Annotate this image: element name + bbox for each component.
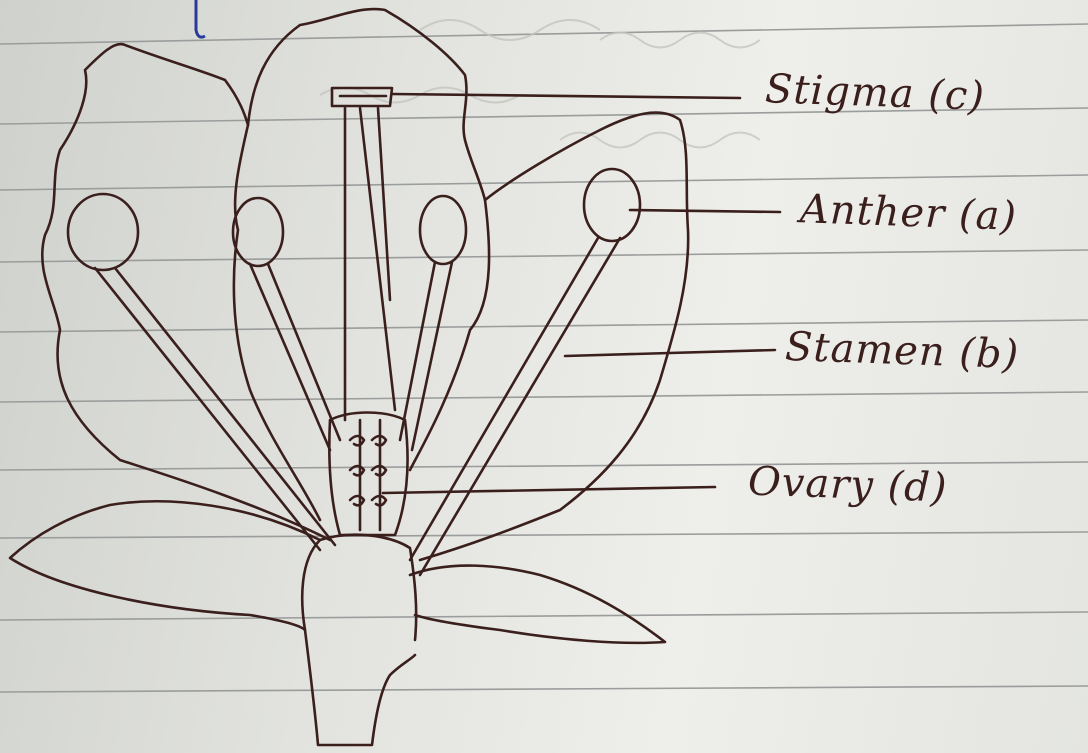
- sepal-right: [410, 566, 665, 643]
- leader-stigma: [392, 94, 740, 98]
- flower-drawing: [10, 9, 780, 745]
- leader-stamen: [565, 350, 775, 356]
- leader-anther: [630, 210, 780, 212]
- sepal-left: [10, 501, 320, 630]
- anther-4: [584, 169, 640, 241]
- petal-center: [248, 9, 489, 470]
- anther-2: [233, 198, 283, 266]
- label-stigma: Stigma (c): [764, 66, 985, 120]
- anther-3: [420, 196, 466, 264]
- filament-3: [400, 262, 452, 450]
- bleed-through-writing: [320, 20, 760, 148]
- pedicel: [302, 540, 415, 745]
- label-anther: Anther (a): [799, 186, 1018, 240]
- label-stamen: Stamen (b): [784, 324, 1020, 378]
- anther-1: [68, 194, 138, 270]
- blue-pen-mark: [196, 0, 205, 37]
- ovary: [329, 413, 407, 536]
- leader-ovary: [383, 487, 715, 493]
- petal-left: [42, 44, 330, 540]
- label-ovary: Ovary (d): [747, 459, 948, 512]
- filament-1: [95, 268, 335, 550]
